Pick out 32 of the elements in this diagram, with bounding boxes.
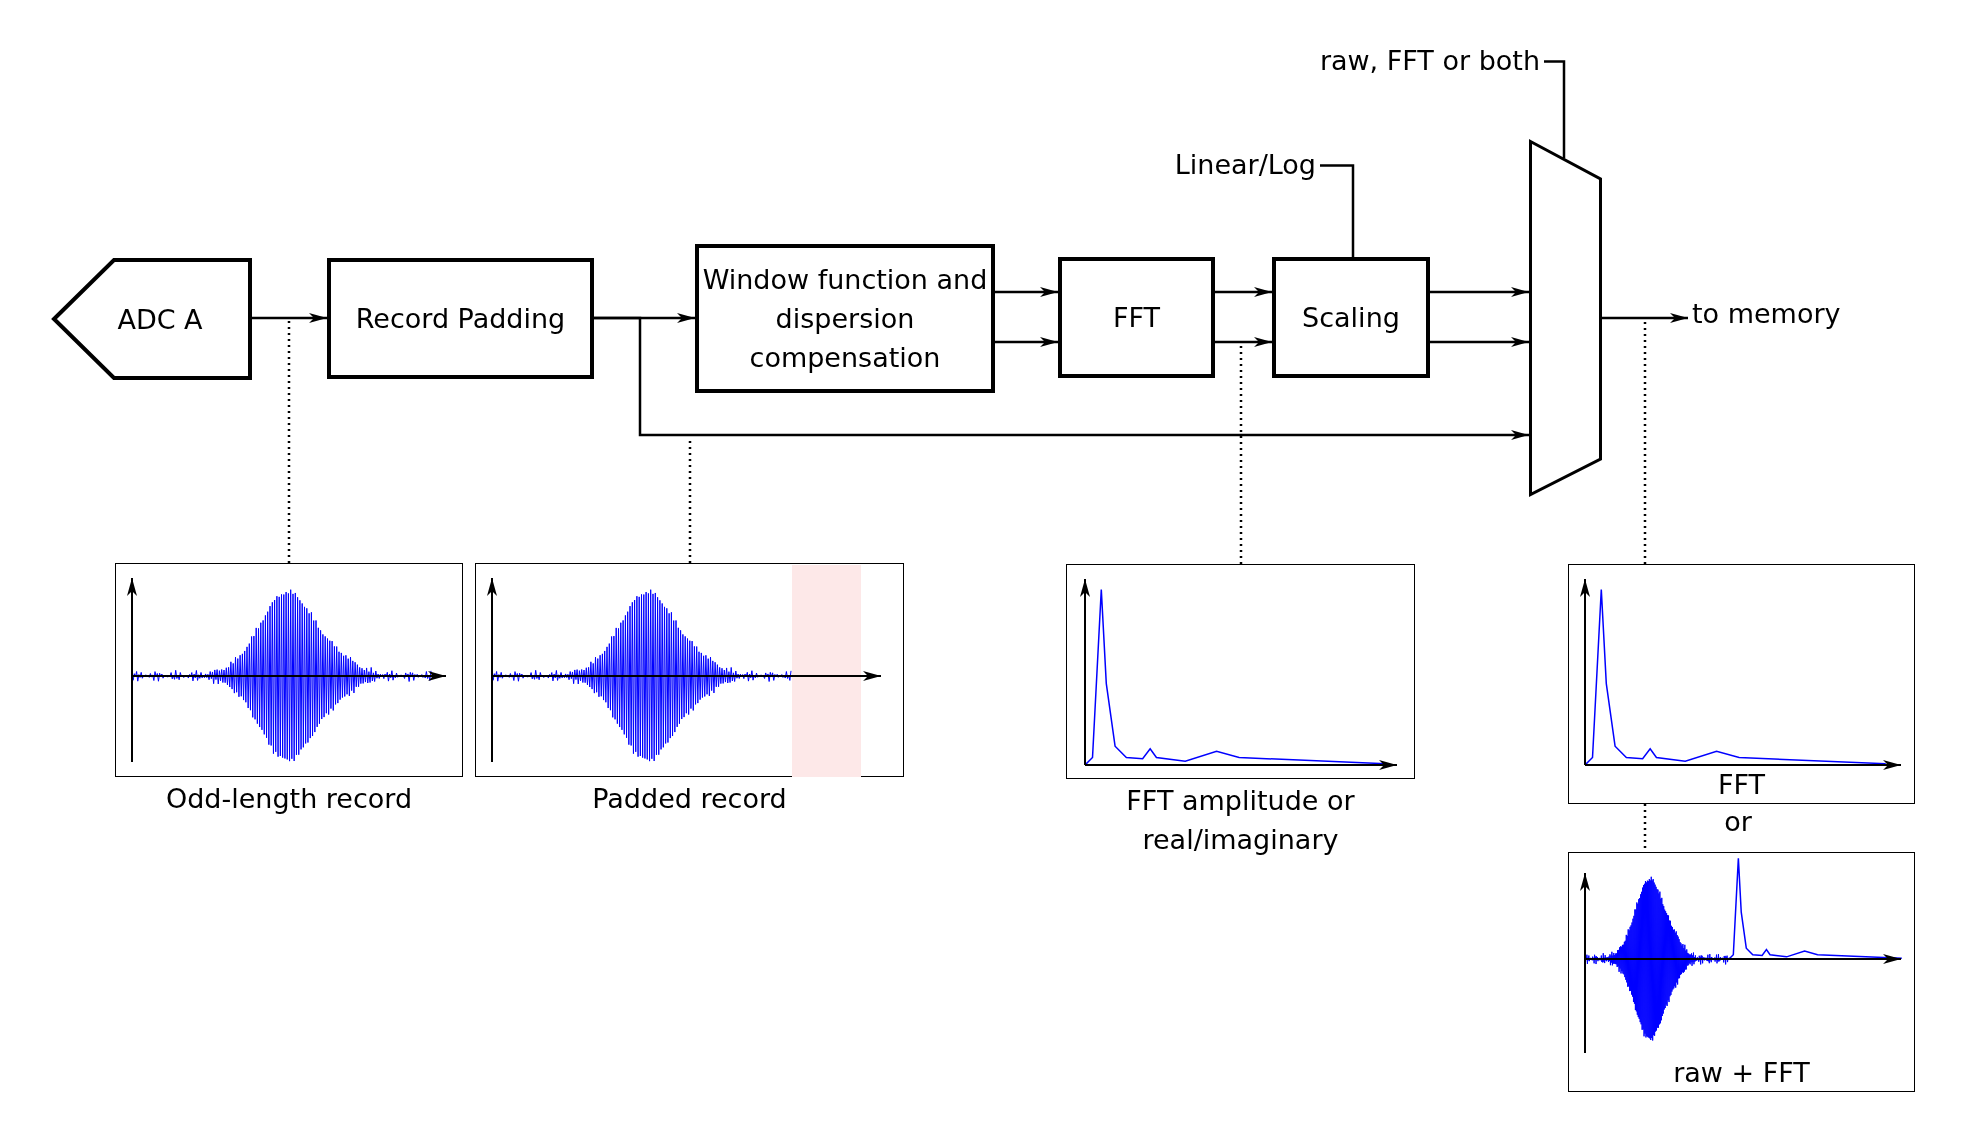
- alternative-label: or: [1723, 806, 1753, 837]
- arrow: [252, 313, 327, 323]
- arrow: [1215, 337, 1272, 347]
- arrow: [594, 316, 1529, 440]
- plot-caption: FFT amplitude or real/imaginary: [1125, 784, 1356, 858]
- control-input-label: raw, FFT or both: [1280, 45, 1540, 78]
- control-line: [1544, 60, 1566, 159]
- process-block: [1272, 257, 1430, 378]
- output-label: to memory: [1692, 298, 1867, 331]
- arrow: [995, 287, 1058, 297]
- control-line: [1320, 164, 1355, 257]
- control-input-label: Linear/Log: [1146, 149, 1316, 182]
- process-block: [695, 244, 995, 393]
- process-block: [1058, 257, 1215, 378]
- block-label: FFT: [1112, 300, 1161, 335]
- arrow: [1430, 337, 1529, 347]
- block-label: Window function and dispersion compensation: [701, 262, 989, 376]
- arrow: [1602, 313, 1688, 323]
- arrow: [1215, 287, 1272, 297]
- leader-line: [1239, 345, 1243, 564]
- block-label: Record Padding: [355, 301, 566, 336]
- leader-line: [287, 321, 291, 563]
- process-block: [327, 258, 594, 379]
- plot-caption: FFT: [1716, 768, 1767, 801]
- plot-caption: raw + FFT: [1672, 1056, 1811, 1089]
- arrow: [995, 337, 1058, 347]
- plot-caption: Odd-length record: [164, 782, 414, 816]
- source-label: ADC A: [117, 303, 203, 335]
- leader-line: [1643, 321, 1647, 564]
- arrow: [1430, 287, 1529, 297]
- plot-caption: Padded record: [591, 782, 788, 816]
- block-label: Scaling: [1302, 300, 1400, 335]
